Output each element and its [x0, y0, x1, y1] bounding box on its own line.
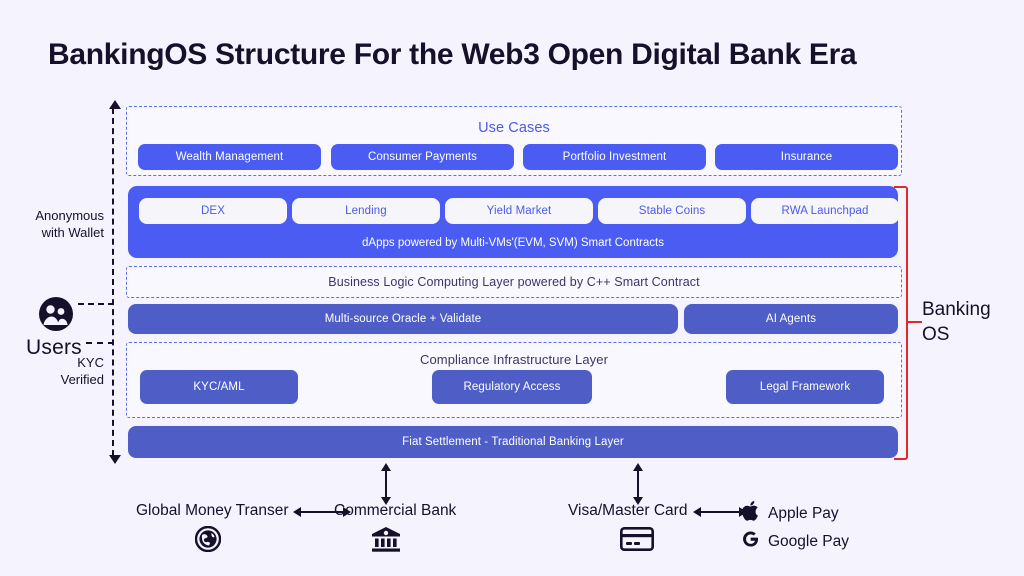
- label-kyc-verified: KYC Verified: [0, 355, 104, 389]
- arrow-settlement-to-commercial-bank: [381, 463, 391, 505]
- apple-icon: [742, 501, 759, 526]
- layer-business-logic: Business Logic Computing Layer powered b…: [126, 266, 902, 298]
- connector-anonymous: [78, 303, 114, 305]
- google-pay-label: Google Pay: [768, 532, 849, 550]
- users-icon: [38, 296, 74, 332]
- credit-card-icon: [619, 526, 654, 556]
- ai-agents-box[interactable]: AI Agents: [684, 304, 898, 334]
- arrow-up-icon: [109, 100, 121, 109]
- dapps-caption: dApps powered by Multi-VMs'(EVM, SVM) Sm…: [362, 237, 664, 249]
- arrow-down-icon: [109, 455, 121, 464]
- business-logic-caption: Business Logic Computing Layer powered b…: [328, 275, 700, 289]
- page-title: BankingOS Structure For the Web3 Open Di…: [48, 38, 857, 71]
- use-case-wealth-management[interactable]: Wealth Management: [138, 144, 321, 170]
- label-commercial-bank: Commercial Bank: [334, 502, 457, 519]
- label-kyc-line1: KYC: [77, 355, 104, 370]
- banking-os-label: Banking OS: [922, 298, 991, 347]
- dapp-rwa-launchpad[interactable]: RWA Launchpad: [751, 198, 899, 224]
- bank-icon: [371, 526, 401, 557]
- use-case-insurance[interactable]: Insurance: [715, 144, 898, 170]
- dapp-yield-market[interactable]: Yield Market: [445, 198, 593, 224]
- label-visa-master-card: Visa/Master Card: [568, 502, 688, 519]
- banking-os-bracket: [894, 186, 908, 460]
- globe-icon: [194, 525, 222, 557]
- use-cases-caption: Use Cases: [478, 120, 550, 136]
- label-anonymous-line2: with Wallet: [41, 224, 104, 240]
- label-global-money-transfer: Global Money Transer: [136, 502, 289, 519]
- compliance-caption: Compliance Infrastructure Layer: [419, 352, 609, 367]
- users-label: Users: [26, 336, 82, 359]
- wallet-apple-pay: Apple Pay: [742, 501, 839, 526]
- label-anonymous-with-wallet: Anonymous with Wallet: [0, 208, 104, 242]
- arrow-settlement-to-card: [633, 463, 643, 505]
- compliance-regulatory-access[interactable]: Regulatory Access: [432, 370, 592, 404]
- banking-os-bracket-stem: [908, 321, 922, 323]
- use-case-consumer-payments[interactable]: Consumer Payments: [331, 144, 514, 170]
- apple-pay-label: Apple Pay: [768, 504, 839, 522]
- user-flow-axis: [109, 100, 121, 464]
- label-anonymous-line1: Anonymous: [35, 208, 104, 223]
- wallet-google-pay: Google Pay: [742, 530, 849, 553]
- arrow-transfer-to-bank: [293, 507, 351, 517]
- dapp-lending[interactable]: Lending: [292, 198, 440, 224]
- oracle-box[interactable]: Multi-source Oracle + Validate: [128, 304, 678, 334]
- dapp-stable-coins[interactable]: Stable Coins: [598, 198, 746, 224]
- architecture-stack: Use Cases Wealth Management Consumer Pay…: [126, 106, 902, 458]
- dapp-dex[interactable]: DEX: [139, 198, 287, 224]
- use-case-portfolio-investment[interactable]: Portfolio Investment: [523, 144, 706, 170]
- banking-os-label-line2: OS: [922, 323, 950, 345]
- layer-fiat-settlement[interactable]: Fiat Settlement - Traditional Banking La…: [128, 426, 898, 458]
- google-icon: [742, 530, 759, 553]
- connector-kyc: [86, 342, 114, 344]
- compliance-kyc-aml[interactable]: KYC/AML: [140, 370, 298, 404]
- label-kyc-line2: Verified: [60, 371, 104, 387]
- arrow-card-to-wallets: [693, 507, 747, 517]
- banking-os-label-line1: Banking: [922, 299, 991, 320]
- compliance-legal-framework[interactable]: Legal Framework: [726, 370, 884, 404]
